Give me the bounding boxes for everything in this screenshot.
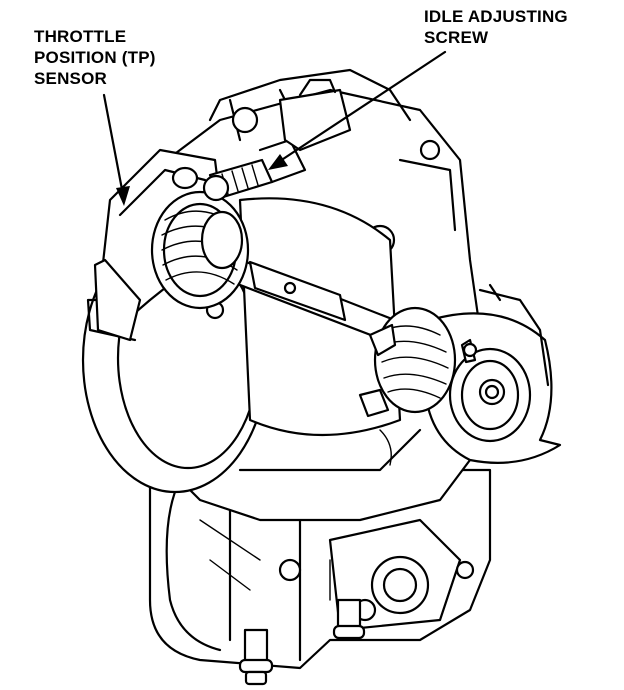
return-spring-left [150, 190, 250, 310]
vacuum-nipple-right [332, 598, 366, 640]
vacuum-nipple-left [238, 628, 274, 686]
idle-screw-leader [268, 50, 447, 170]
idle-screw-label-line-1: IDLE ADJUSTING [424, 7, 568, 26]
idle-screw-label-line-2: SCREW [424, 28, 489, 47]
idle-screw-label: IDLE ADJUSTING SCREW [424, 6, 568, 48]
lower-housing [148, 468, 492, 670]
throttle-cam [358, 283, 562, 464]
tp-sensor-label: THROTTLE POSITION (TP) SENSOR [34, 26, 156, 89]
idle-adjusting-screw [171, 78, 352, 202]
tp-sensor-label-line-2: POSITION (TP) [34, 48, 156, 67]
tp-sensor-label-line-3: SENSOR [34, 69, 107, 88]
tp-sensor-label-line-1: THROTTLE [34, 27, 127, 46]
tp-sensor-leader [102, 93, 130, 206]
